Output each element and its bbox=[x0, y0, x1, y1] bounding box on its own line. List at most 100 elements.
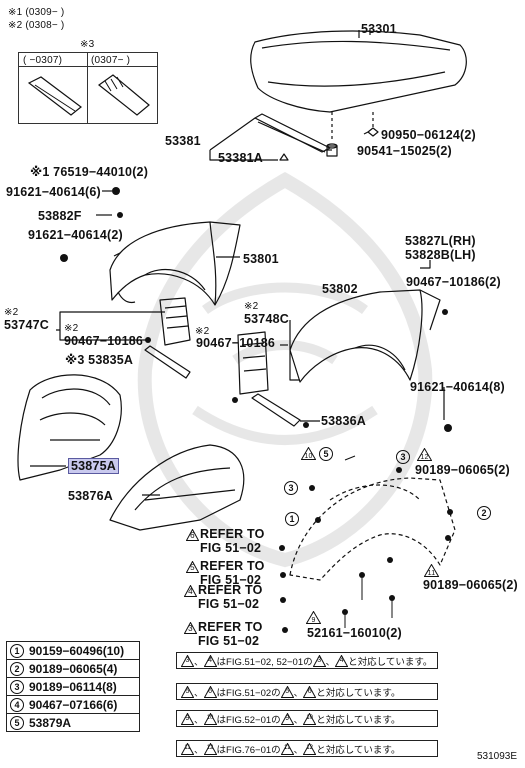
legend-num-1: 1 bbox=[10, 643, 24, 658]
label-53836a: 53836A bbox=[321, 414, 366, 428]
hood-seal bbox=[254, 113, 331, 153]
fender-seal-right bbox=[251, 393, 301, 427]
legend-num-5: 5 bbox=[10, 715, 24, 730]
legend-part-1: 90159−60496(10) bbox=[29, 643, 125, 658]
label-53801: 53801 bbox=[243, 252, 279, 266]
fender-liner-left bbox=[17, 374, 122, 481]
note-3-c: 9 bbox=[285, 714, 290, 722]
note-1-b: 4 bbox=[208, 656, 212, 664]
note-2-tri-b-icon bbox=[203, 684, 217, 698]
label-53381: 53381 bbox=[165, 134, 201, 148]
box-title: ※3 bbox=[80, 39, 95, 50]
fender-left bbox=[109, 221, 241, 306]
refer-4-line2: FIG 51−02 bbox=[198, 597, 260, 611]
legend-num-2: 2 bbox=[10, 661, 24, 676]
refer-5[interactable]: REFER TO FIG 51−02 bbox=[186, 559, 265, 587]
legend-part-3: 90189−06114(8) bbox=[29, 679, 117, 694]
mark-90467b: ※2 bbox=[64, 323, 79, 334]
fender-bracket-right bbox=[237, 331, 269, 395]
legend-part-5: 53879A bbox=[29, 715, 72, 730]
refer-5-line1: REFER TO bbox=[200, 559, 265, 573]
bolt-91621a bbox=[112, 187, 120, 195]
tri-12-num: 12 bbox=[420, 454, 429, 461]
marker-12 bbox=[416, 447, 433, 464]
note-4-tri-c-icon bbox=[280, 741, 295, 755]
note-3-d: 10 bbox=[306, 714, 314, 721]
tri-4-num: 4 bbox=[188, 587, 193, 596]
note-4-text: はFIG.76−01の bbox=[216, 744, 281, 756]
refer-6-line1: REFER TO bbox=[200, 527, 265, 541]
note-4-tri-a-icon bbox=[180, 741, 195, 755]
note-1-tail: と対応しています。 bbox=[348, 656, 433, 668]
note-3-tri-d-icon bbox=[302, 711, 317, 725]
note-1-tri-b-icon bbox=[203, 653, 217, 667]
legend-num-4: 4 bbox=[10, 697, 24, 712]
box-col-2: (0307− ) bbox=[91, 55, 131, 66]
note-4-tri-b-icon bbox=[203, 741, 217, 755]
mark-53747c: ※2 bbox=[4, 307, 19, 318]
refer-6-line2: FIG 51−02 bbox=[200, 541, 262, 555]
note-2-tri-c-icon bbox=[280, 684, 295, 698]
marker-11 bbox=[423, 563, 440, 580]
label-53827l: 53827L(RH) bbox=[405, 234, 476, 248]
note-1-a: 3 bbox=[185, 656, 190, 664]
variant-box: ( −0307) (0307− ) bbox=[18, 52, 158, 124]
note-1-c: 3 bbox=[317, 656, 322, 664]
label-90467-10186-2: 90467−10186(2) bbox=[406, 275, 501, 289]
fender-right bbox=[289, 289, 423, 383]
label-53875a[interactable]: 53875A bbox=[68, 458, 119, 474]
label-53828b: 53828B(LH) bbox=[405, 248, 476, 262]
tri-10-num: 10 bbox=[304, 453, 313, 460]
note-1-text: はFIG.51−02, 52−01の bbox=[216, 656, 313, 668]
note-4-tri-d-icon bbox=[302, 741, 317, 755]
hood-panel bbox=[250, 30, 467, 113]
note-2-a: 5 bbox=[185, 687, 190, 695]
tri-3-num: 3 bbox=[188, 624, 193, 633]
refer-4-line1: REFER TO bbox=[198, 583, 263, 597]
triangle-11-icon bbox=[423, 563, 440, 577]
note-3-tail: と対応しています。 bbox=[316, 714, 401, 726]
fender-seal-left bbox=[144, 345, 191, 379]
label-53747c: 53747C bbox=[4, 318, 49, 332]
note-3-a: 9 bbox=[185, 714, 190, 722]
triangle-12-icon bbox=[416, 447, 433, 461]
note-1-tri-c-icon bbox=[312, 653, 326, 667]
note-1: ※1 (0309− ) bbox=[8, 7, 65, 18]
label-91621-40614-8: 91621−40614(8) bbox=[410, 380, 505, 394]
circle-1-marker: 1 bbox=[285, 512, 299, 526]
label-90467-10186-b: 90467−10186 bbox=[64, 334, 144, 348]
note-2-tail: と対応しています。 bbox=[316, 687, 401, 699]
refer-3-line1: REFER TO bbox=[198, 620, 263, 634]
label-90189-06065-a: 90189−06065(2) bbox=[415, 463, 510, 477]
note-2-tri-d-icon bbox=[302, 684, 317, 698]
refer-4[interactable]: REFER TO FIG 51−02 bbox=[184, 583, 263, 611]
note-4-d: 12 bbox=[306, 744, 314, 751]
label-53876a: 53876A bbox=[68, 489, 113, 503]
note-row-4: 11 、 12 はFIG.76−01の 11 、 12 と対応しています。 bbox=[176, 740, 438, 757]
triangle-10-icon bbox=[300, 446, 317, 460]
note-1-d: 4 bbox=[339, 656, 344, 664]
refer-3[interactable]: REFER TO FIG 51−02 bbox=[184, 620, 263, 648]
refer-6[interactable]: REFER TO FIG 51−02 bbox=[186, 527, 265, 555]
label-91621-40614-6: 91621−40614(6) bbox=[6, 185, 101, 199]
label-90467-10186-c: 90467−10186 bbox=[196, 336, 276, 350]
label-53748c: 53748C bbox=[244, 312, 289, 326]
triangle-9-icon bbox=[305, 610, 322, 624]
note-3-text: はFIG.52−01の bbox=[216, 714, 281, 726]
tri-6-num: 6 bbox=[190, 531, 195, 540]
note-row-3: 9 、 10 はFIG.52−01の 9 、 10 と対応しています。 bbox=[176, 710, 438, 727]
fender-bracket-left bbox=[159, 297, 191, 346]
circle-5-marker: 5 bbox=[319, 447, 333, 461]
note-2: ※2 (0308− ) bbox=[8, 20, 65, 31]
note-3-tri-c-icon bbox=[280, 711, 295, 725]
label-90189-06065-b: 90189−06065(2) bbox=[423, 578, 518, 592]
note-2-d: 6 bbox=[307, 687, 312, 695]
label-53835a: ※3 53835A bbox=[65, 353, 134, 367]
label-90541-15025: 90541−15025(2) bbox=[357, 144, 452, 158]
circle-3-marker-a: 3 bbox=[396, 450, 410, 464]
note-2-b: 6 bbox=[208, 687, 212, 695]
legend-num-3: 3 bbox=[10, 679, 24, 694]
